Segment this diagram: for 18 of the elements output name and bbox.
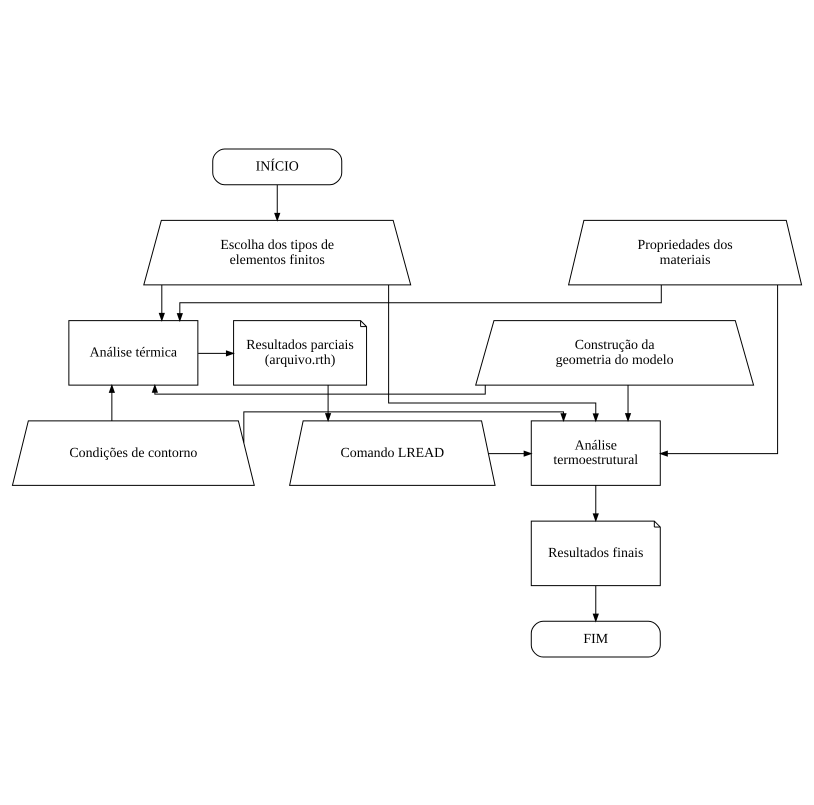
arrow [243,410,567,443]
arrow [488,450,533,456]
arrow [624,384,632,422]
arrow [388,284,599,422]
node-box: Análise termoestrutural [530,420,661,486]
arrow [158,284,165,322]
arrow [108,383,115,421]
arrow [592,584,599,622]
node-box: Análise térmica [68,320,198,386]
node-box: FIM [530,620,661,658]
arrow [198,350,235,356]
arrow [324,384,332,422]
arrow [152,383,486,394]
node-box: INÍCIO [212,148,342,185]
arrow [658,284,778,456]
arrow [274,184,280,222]
arrow [176,284,662,322]
arrow [592,484,599,522]
